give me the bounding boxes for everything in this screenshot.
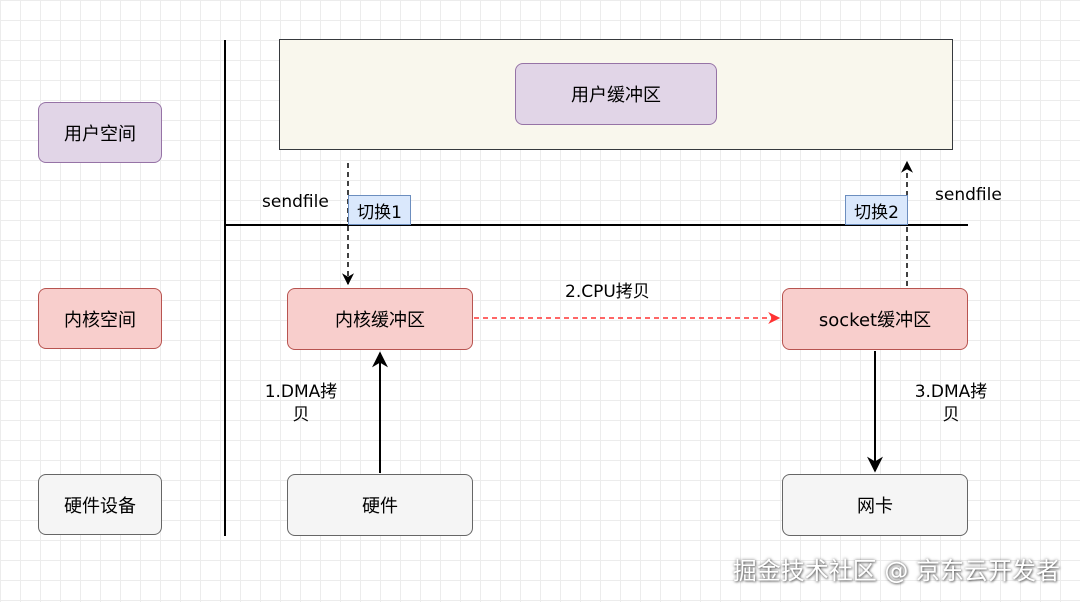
user-space-label: 用户空间 [38, 102, 162, 163]
nic-box: 网卡 [782, 474, 968, 536]
cpu-copy-label: 2.CPU拷贝 [565, 282, 650, 302]
kernel-space-label: 内核空间 [38, 288, 162, 349]
hardware-box: 硬件 [287, 474, 473, 536]
watermark-text: 掘金技术社区 @ 京东云开发者 [732, 557, 1060, 585]
user-buffer: 用户缓冲区 [515, 63, 717, 125]
sendfile-right-label: sendfile [935, 185, 1002, 205]
dma-copy-3-label: 3.DMA拷 贝 [914, 382, 988, 425]
sendfile-left-label: sendfile [262, 192, 329, 212]
switch-2-tag: 切换2 [845, 195, 908, 225]
switch-1-tag: 切换1 [348, 195, 411, 225]
kernel-buffer: 内核缓冲区 [287, 288, 473, 350]
dma-copy-1-label: 1.DMA拷 贝 [264, 382, 338, 425]
hardware-devices-label: 硬件设备 [38, 474, 162, 535]
socket-buffer: socket缓冲区 [782, 288, 968, 350]
